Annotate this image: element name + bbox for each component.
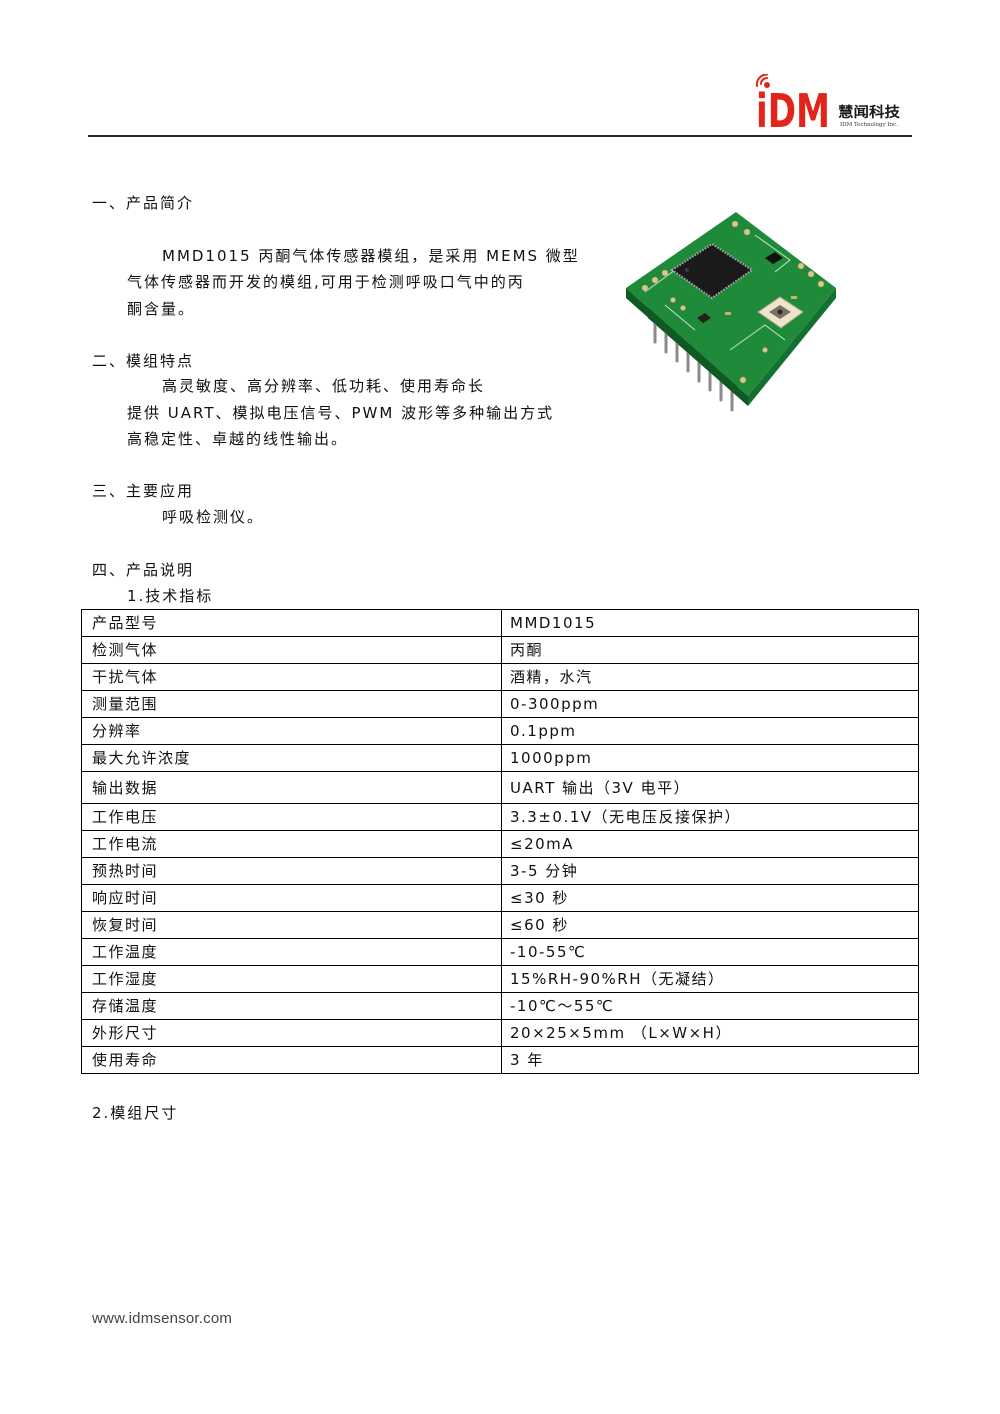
spec-value: 20×25×5mm （L×W×H） <box>501 1019 919 1047</box>
table-row: 干扰气体酒精，水汽 <box>81 663 919 691</box>
application-line: 呼吸检测仪。 <box>162 508 265 526</box>
table-row: 工作电流≤20mA <box>81 830 919 858</box>
intro-line: MMD1015 丙酮气体传感器模组，是采用 MEMS 微型 <box>162 247 580 265</box>
spec-value: 1000ppm <box>501 744 919 772</box>
spec-label: 分辨率 <box>81 717 502 745</box>
feature-line: 高稳定性、卓越的线性输出。 <box>127 430 349 448</box>
table-row: 恢复时间≤60 秒 <box>81 911 919 939</box>
company-logo: iDM 慧闻科技 IDM Technology Inc. <box>755 74 901 134</box>
spec-label: 响应时间 <box>81 884 502 912</box>
spec-value: ≤60 秒 <box>501 911 919 939</box>
spec-value: 0-300ppm <box>501 690 919 718</box>
mcu-chip <box>670 242 754 300</box>
spec-label: 工作电压 <box>81 803 502 831</box>
intro-line: 酮含量。 <box>127 300 196 318</box>
spec-label: 测量范围 <box>81 690 502 718</box>
spec-value: -10℃～55℃ <box>501 992 919 1020</box>
spec-label: 存储温度 <box>81 992 502 1020</box>
spec-value: 丙酮 <box>501 636 919 664</box>
spec-label: 恢复时间 <box>81 911 502 939</box>
pcb-board <box>626 212 836 396</box>
spec-value: 3 年 <box>501 1046 919 1074</box>
spec-label: 工作湿度 <box>81 965 502 993</box>
section-heading-applications: 三、主要应用 <box>92 482 195 500</box>
table-row: 存储温度-10℃～55℃ <box>81 992 919 1020</box>
footer-website: www.idmsensor.com <box>92 1310 233 1327</box>
subheading-tech-specs: 1.技术指标 <box>127 587 214 605</box>
spec-value: 酒精，水汽 <box>501 663 919 691</box>
table-row: 工作温度-10-55℃ <box>81 938 919 966</box>
spec-label: 检测气体 <box>81 636 502 664</box>
section-heading-description: 四、产品说明 <box>92 561 195 579</box>
feature-line: 提供 UART、模拟电压信号、PWM 波形等多种输出方式 <box>127 404 555 422</box>
table-row: 响应时间≤30 秒 <box>81 884 919 912</box>
feature-line: 高灵敏度、高分辨率、低功耗、使用寿命长 <box>162 377 486 395</box>
spec-value: UART 输出（3V 电平） <box>501 771 919 804</box>
spec-label: 外形尺寸 <box>81 1019 502 1047</box>
spec-value: -10-55℃ <box>501 938 919 966</box>
product-photo <box>626 212 836 412</box>
spec-value: 15%RH-90%RH（无凝结） <box>501 965 919 993</box>
intro-line: 气体传感器而开发的模组,可用于检测呼吸口气中的丙 <box>127 273 525 291</box>
spec-label: 最大允许浓度 <box>81 744 502 772</box>
spec-value: MMD1015 <box>501 609 919 637</box>
pcb-edge-right <box>748 288 836 406</box>
section-heading-intro: 一、产品简介 <box>92 194 195 212</box>
spec-value: ≤30 秒 <box>501 884 919 912</box>
spec-value: ≤20mA <box>501 830 919 858</box>
logo-name-en: IDM Technology Inc. <box>840 122 898 128</box>
table-row: 检测气体丙酮 <box>81 636 919 664</box>
spec-value: 3-5 分钟 <box>501 857 919 885</box>
spec-label: 产品型号 <box>81 609 502 637</box>
pcb-edge-left <box>626 288 748 406</box>
spec-value: 3.3±0.1V（无电压反接保护） <box>501 803 919 831</box>
subheading-module-dimensions: 2.模组尺寸 <box>92 1104 179 1122</box>
spec-label: 工作电流 <box>81 830 502 858</box>
spec-label: 干扰气体 <box>81 663 502 691</box>
spec-label: 使用寿命 <box>81 1046 502 1074</box>
header-divider <box>88 135 912 137</box>
signal-icon <box>755 74 768 87</box>
section-heading-features: 二、模组特点 <box>92 352 195 370</box>
spec-label: 输出数据 <box>81 771 502 804</box>
spec-value: 0.1ppm <box>501 717 919 745</box>
spec-label: 工作温度 <box>81 938 502 966</box>
spec-label: 预热时间 <box>81 857 502 885</box>
logo-name-cn: 慧闻科技 <box>838 104 901 121</box>
logo-mark: iDM <box>756 84 830 134</box>
